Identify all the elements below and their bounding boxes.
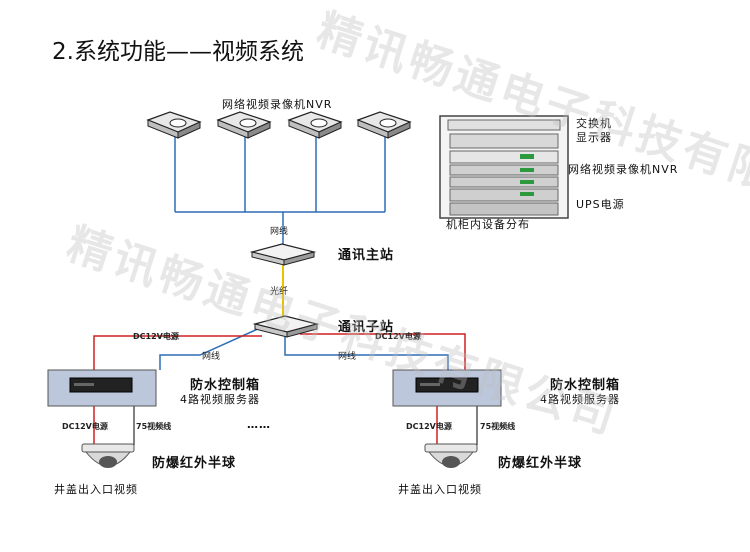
left-dc-label: DC12V电源 [62,422,108,431]
sub-network-lines [159,327,449,370]
left-dome-camera [81,443,135,468]
right-camera-label: 防爆红外半球 [498,456,583,471]
right-box-subtitle: 4路视频服务器 [540,393,620,406]
net-right-label: 网线 [338,352,357,362]
left-caption: 井盖出入口视频 [54,483,138,496]
right-dome-camera [424,443,478,468]
right-control-box [392,369,502,407]
nvr-device-3 [287,111,343,139]
right-caption: 井盖出入口视频 [398,483,482,496]
cabinet-label-nvr: 网络视频录像机NVR [568,163,679,176]
nvr-network-lines [174,132,386,246]
left-control-box [47,369,157,407]
cabinet-caption: 机柜内设备分布 [446,218,530,231]
right-video-label: 75视频线 [480,422,516,431]
main-station-label: 通讯主站 [338,248,395,263]
sub-station-label: 通讯子站 [338,320,395,335]
dc-left-label: DC12V电源 [133,332,179,341]
net-top-label: 网线 [270,227,289,237]
nvr-group-label: 网络视频录像机NVR [222,98,333,111]
left-box-title: 防水控制箱 [190,378,261,393]
dc-right-label: DC12V电源 [375,332,421,341]
nvr-device-2 [216,111,272,139]
net-left-label: 网线 [202,352,221,362]
left-box-subtitle: 4路视频服务器 [180,393,260,406]
nvr-device-4 [356,111,412,139]
main-station-switch [249,243,317,266]
right-box-title: 防水控制箱 [550,378,621,393]
left-camera-label: 防爆红外半球 [152,456,237,471]
power-lines [93,333,466,445]
video-lines [133,406,478,445]
equipment-cabinet [439,115,569,219]
sub-station-switch [252,315,320,338]
left-video-label: 75视频线 [136,422,172,431]
cabinet-label-display: 显示器 [576,131,612,144]
cabinet-label-ups: UPS电源 [576,198,625,211]
ellipsis: …… [247,418,271,431]
nvr-device-1 [146,111,202,139]
fiber-label: 光纤 [270,287,289,297]
page-title: 2.系统功能——视频系统 [52,39,304,65]
cabinet-label-switch: 交换机 [576,117,612,130]
right-dc-label: DC12V电源 [406,422,452,431]
